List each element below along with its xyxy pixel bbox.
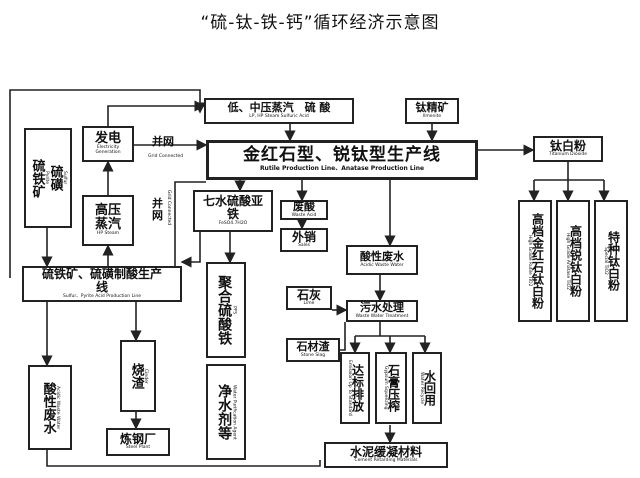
emission-box: Emission Up To Standard 达标排放 <box>340 352 370 424</box>
pfs-cn: 聚合硫酸铁 <box>216 275 233 345</box>
anatase-tio2-cn: 高档锐钛白粉 <box>568 225 583 297</box>
waste-acid-en: Waste Acid <box>291 212 317 218</box>
ilmenite-box: 钛精矿 Ilmenite <box>405 98 459 124</box>
pyrite-sulfur-box: 硫铁矿 Pyrite 硫磺 Sulfur <box>24 128 72 228</box>
feso4-cn: 七水硫酸亚铁 <box>202 194 263 222</box>
cement-en: Cement Retarding Materials <box>354 458 418 464</box>
wwt-box: 污水处理 Waste Water Treatment <box>346 300 418 322</box>
waste-acid-box: 废酸 Waste Acid <box>280 200 328 220</box>
sales-cn: 外销 <box>291 229 316 244</box>
special-tio2-en: Special TiO2 <box>602 247 608 275</box>
pfs-en: PFS <box>231 305 237 315</box>
diagram-title: “硫-钛-铁-钙”循环经济示意图 <box>200 13 440 33</box>
sulfur-en: Sulfur <box>62 171 68 185</box>
ilmenite-cn: 钛精矿 <box>415 101 449 115</box>
steel-cn: 炼钢厂 <box>119 431 156 446</box>
wwt-cn: 污水处理 <box>360 301 404 315</box>
power-box: 发电 Electricity Generation <box>82 126 134 162</box>
tio2-box: 钛白粉 Titanium Dioxide <box>533 136 603 162</box>
hp-steam-cn: 高压蒸汽 <box>94 202 121 232</box>
stone-slag-box: 石材渣 Stone Slag <box>286 338 340 362</box>
acid-water-left-cn: 酸性废水 <box>40 381 56 434</box>
ilmenite-en: Ilmenite <box>422 113 442 119</box>
emission-en: Emission Up To Standard <box>346 360 352 416</box>
steel-plant-box: 炼钢厂 Steel Plant <box>106 428 170 456</box>
cinder-cn: 烧渣 <box>128 363 144 389</box>
pyrite-cn: 硫铁矿 <box>29 158 45 198</box>
acid-production-line: 硫铁矿、硫磺制酸生产线 Sulfur、Pyrite Acid Productio… <box>22 266 182 302</box>
sulfur-cn: 硫磺 <box>47 165 63 191</box>
rutile-tio2-cn: 高档金红石钛白粉 <box>530 213 545 309</box>
steam-acid-cn: 低、中压蒸汽 硫 酸 <box>227 101 331 115</box>
power-en: Electricity Generation <box>95 145 121 156</box>
tio2-en: Titanium Dioxide <box>548 152 588 158</box>
special-tio2-box: Special TiO2 特种钛白粉 <box>594 200 628 322</box>
sales-box: 外销 Sales <box>280 228 328 252</box>
water-reuse-en: Water Recycle <box>418 371 424 405</box>
power-cn: 发电 <box>94 130 121 146</box>
emission-cn: 达标排放 <box>350 364 365 412</box>
special-tio2-cn: 特种钛白粉 <box>606 231 621 291</box>
purifier-cn: 净水剂等 <box>216 384 233 440</box>
grid-label-1-en: Grid Connected <box>148 154 184 159</box>
stone-slag-cn: 石材渣 <box>296 340 330 354</box>
acid-water-right-box: 酸性废水 Acidic Waste Water <box>346 245 418 275</box>
acid-water-left-en: Acidic Waste Water <box>55 385 61 430</box>
main-line-cn: 金红石型、锐钛型生产线 <box>243 145 441 166</box>
waste-acid-cn: 废酸 <box>293 200 315 214</box>
grid-label-1: 并网 <box>152 135 174 148</box>
purifier-en: Water Purification Agent <box>231 384 237 440</box>
anatase-tio2-box: High Grade Anatase TiO2 高档锐钛白粉 <box>556 200 590 322</box>
stone-slag-en: Stone Slag <box>300 352 326 358</box>
lime-cn: 石灰 <box>296 287 321 302</box>
acid-line-cn: 硫铁矿、硫磺制酸生产线 <box>41 267 162 295</box>
steam-acid-box: 低、中压蒸汽 硫 酸 LP, HP Steam Sulfuric Acid <box>204 98 354 124</box>
cinder-box: 烧渣 Cinder <box>120 340 156 412</box>
anatase-tio2-en: High Grade Anatase TiO2 <box>564 232 570 290</box>
steel-en: Steel Plant <box>125 445 151 451</box>
gypsum-cn: 石膏压榨 <box>386 364 401 412</box>
lime-box: 石灰 Lime <box>286 286 332 310</box>
pyrite-en: Pyrite <box>44 171 49 185</box>
steam-acid-en: LP, HP Steam Sulfuric Acid <box>249 113 309 119</box>
sales-en: Sales <box>298 243 310 249</box>
main-production-line: 金红石型、锐钛型生产线 Rutile Production Line、Anata… <box>206 140 478 180</box>
acid-water-right-en: Acidic Waste Water <box>360 262 404 268</box>
cement-cn: 水泥缓凝材料 <box>349 444 422 459</box>
tio2-cn: 钛白粉 <box>549 138 586 153</box>
purifier-box: 净水剂等 Water Purification Agent <box>206 364 246 460</box>
main-line-en: Rutile Production Line、Anatase Productio… <box>259 165 425 173</box>
gypsum-en: Gypsum Squeezing <box>382 366 388 410</box>
acid-water-left-box: 酸性废水 Acidic Waste Water <box>28 365 72 450</box>
lime-en: Lime <box>303 301 315 307</box>
feso4-en: FeSO4.7H2O <box>218 220 248 226</box>
grid-label-2: 并网 <box>152 197 163 222</box>
rutile-tio2-en: High Grade Rutile TiO2 <box>526 235 532 287</box>
cinder-en: Cinder <box>143 368 149 384</box>
cement-box: 水泥缓凝材料 Cement Retarding Materials <box>324 442 448 468</box>
hp-steam-box: 高压蒸汽 HP Steam <box>82 195 134 246</box>
water-reuse-cn: 水回用 <box>422 370 437 406</box>
wwt-en: Waste Water Treatment <box>355 313 409 319</box>
rutile-tio2-box: High Grade Rutile TiO2 高档金红石钛白粉 <box>518 200 552 322</box>
acid-water-right-cn: 酸性废水 <box>360 250 404 264</box>
feso4-box: 七水硫酸亚铁 FeSO4.7H2O <box>193 190 273 232</box>
grid-label-2-en: Grid Connected <box>166 190 171 226</box>
water-reuse-box: Water Recycle 水回用 <box>412 352 442 424</box>
gypsum-box: Gypsum Squeezing 石膏压榨 <box>375 352 407 424</box>
acid-line-en: Sulfur、Pyrite Acid Production Line <box>63 293 141 299</box>
pfs-box: 聚合硫酸铁 PFS <box>206 262 246 358</box>
hp-steam-en: HP Steam <box>96 231 120 237</box>
